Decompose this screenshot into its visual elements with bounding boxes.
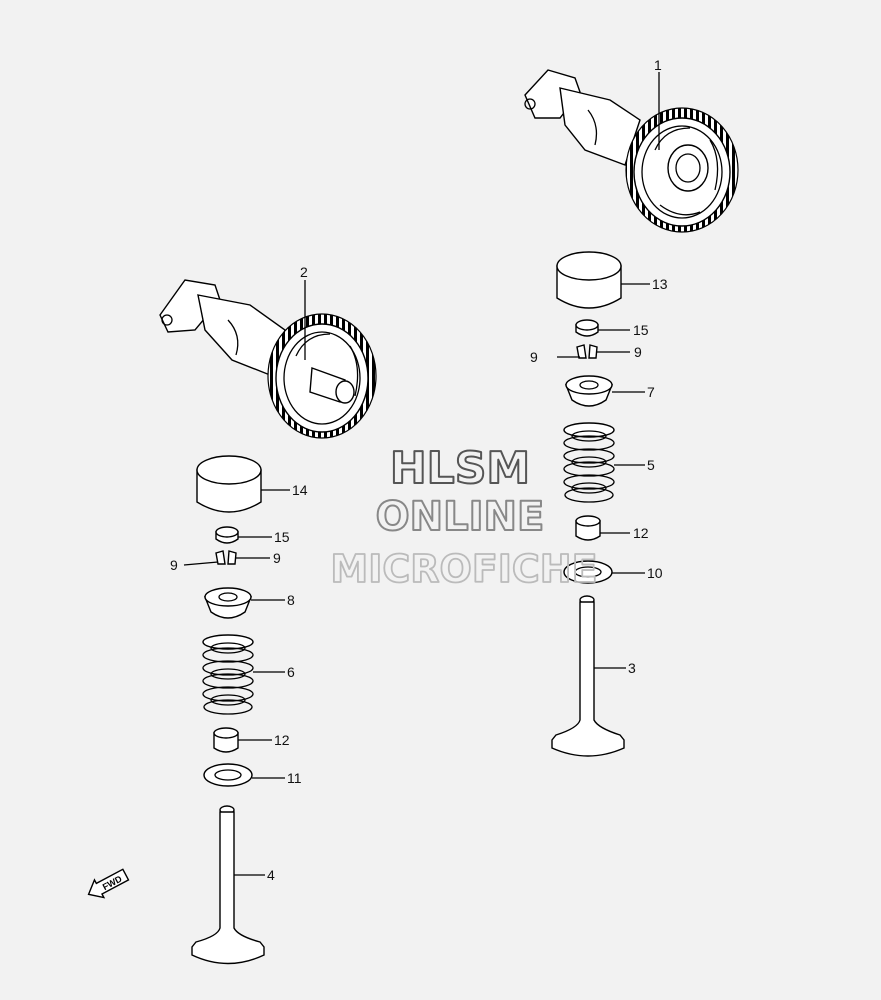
shim-15-right[interactable] bbox=[575, 319, 599, 337]
tappet-14[interactable] bbox=[196, 455, 262, 513]
stem-seal-12-left[interactable] bbox=[213, 727, 239, 753]
ref-13: 13 bbox=[652, 276, 668, 292]
valve-spring-5[interactable] bbox=[563, 422, 615, 503]
ref-9-left-b: 9 bbox=[273, 550, 281, 566]
fwd-arrow-icon: FWD bbox=[87, 868, 130, 899]
ref-8: 8 bbox=[287, 592, 295, 608]
cotter-9-left[interactable] bbox=[215, 550, 237, 565]
ref-9-right-b: 9 bbox=[634, 344, 642, 360]
valve-spring-6[interactable] bbox=[202, 634, 254, 715]
retainer-8[interactable] bbox=[203, 587, 253, 619]
watermark: HLSM ONLINE MICROFICHE bbox=[330, 442, 599, 592]
ref-2: 2 bbox=[300, 264, 308, 280]
valve-3[interactable] bbox=[551, 595, 625, 757]
watermark-line2: ONLINE bbox=[376, 494, 545, 540]
leader-lines bbox=[183, 72, 660, 876]
watermark-line1: HLSM bbox=[390, 443, 530, 494]
ref-12-right: 12 bbox=[633, 525, 649, 541]
ref-12-left: 12 bbox=[274, 732, 290, 748]
ref-15-left: 15 bbox=[274, 529, 290, 545]
ref-11: 11 bbox=[287, 770, 302, 786]
ref-15-right: 15 bbox=[633, 322, 649, 338]
retainer-7[interactable] bbox=[564, 375, 614, 407]
ref-9-right-a: 9 bbox=[530, 349, 538, 365]
ref-6: 6 bbox=[287, 664, 295, 680]
tappet-13[interactable] bbox=[556, 251, 622, 309]
ref-4: 4 bbox=[267, 867, 275, 883]
valve-4[interactable] bbox=[191, 805, 265, 965]
ref-10: 10 bbox=[647, 565, 663, 581]
ref-9-left-a: 9 bbox=[170, 557, 178, 573]
ref-14: 14 bbox=[292, 482, 308, 498]
stem-seal-12-right[interactable] bbox=[575, 515, 601, 541]
ref-1: 1 bbox=[654, 57, 662, 73]
ref-5: 5 bbox=[647, 457, 655, 473]
ref-7: 7 bbox=[647, 384, 655, 400]
cotter-9-right[interactable] bbox=[576, 344, 598, 359]
spring-seat-10[interactable] bbox=[563, 560, 613, 584]
spring-seat-11[interactable] bbox=[203, 763, 253, 787]
watermark-line3: MICROFICHE bbox=[330, 547, 597, 591]
shim-15-left[interactable] bbox=[215, 526, 239, 544]
ref-3: 3 bbox=[628, 660, 636, 676]
camshaft-2[interactable] bbox=[159, 279, 377, 439]
camshaft-1[interactable] bbox=[524, 69, 739, 233]
